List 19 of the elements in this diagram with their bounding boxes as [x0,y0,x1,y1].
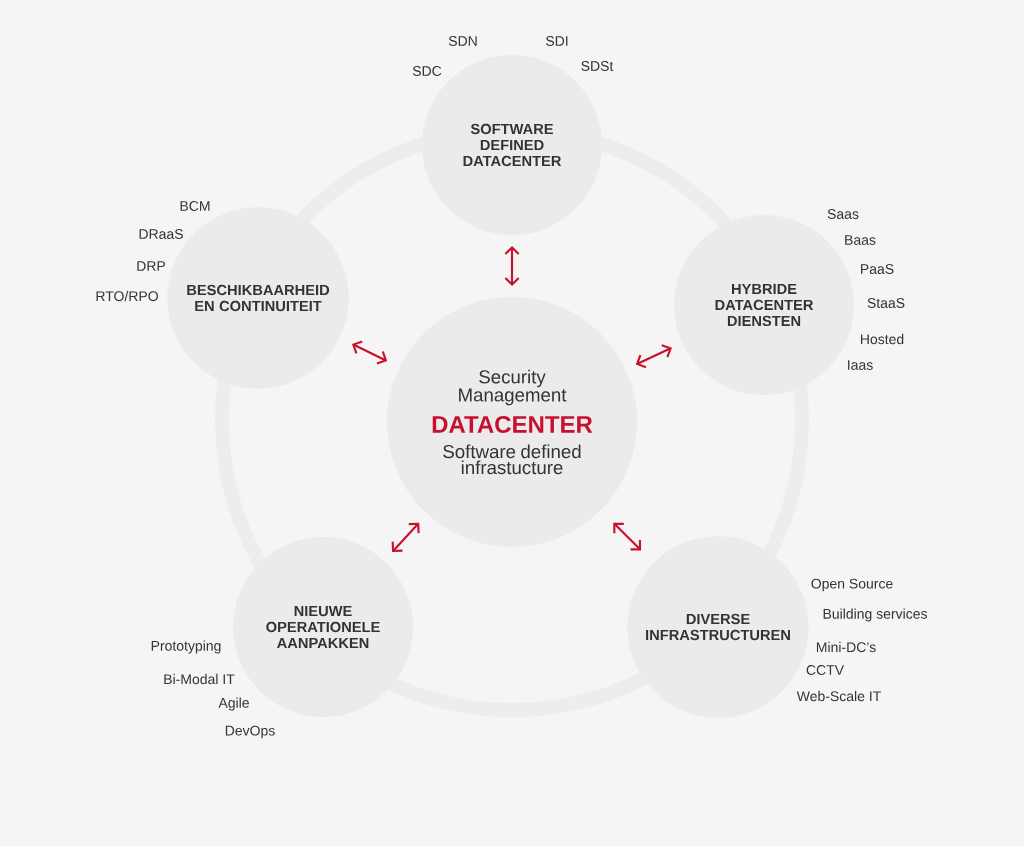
term-label: Building services [823,608,927,622]
term-label: Prototyping [151,640,221,654]
term-label: Bi-Modal IT [164,673,235,685]
term-label: StaaS [867,298,905,308]
term-label: RTO/RPO [96,290,158,302]
term-label: DevOps [225,725,275,739]
term-label: DRP [137,261,166,271]
term-label: SDN [448,36,477,46]
double-arrow [391,522,420,553]
term-label: CCTV [806,665,844,675]
double-arrow [613,522,642,551]
double-arrow [351,340,388,365]
term-label: Hosted [861,333,904,345]
double-arrow [504,245,520,287]
double-arrow [635,344,672,369]
term-label: Open Source [811,578,893,592]
term-label: SDI [545,36,568,46]
term-label: Mini-DC’s [816,641,876,653]
term-label: PaaS [861,264,894,274]
